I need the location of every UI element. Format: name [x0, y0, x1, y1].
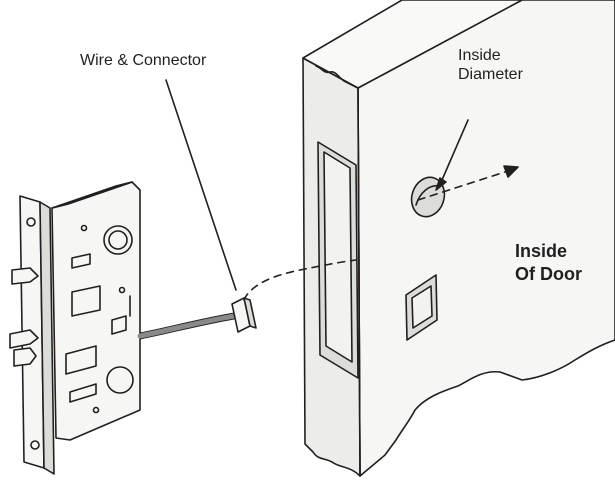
- lock-faceplate-side: [39, 201, 55, 475]
- inside-diameter-label-line2: Diameter: [458, 66, 523, 83]
- door: [302, 0, 615, 477]
- mortise-pocket-inner: [323, 151, 353, 363]
- internal-lever-2: [71, 285, 101, 317]
- wire-cable: [137, 313, 237, 339]
- connector-route: [243, 259, 357, 301]
- leader-inside-diameter: [441, 119, 469, 181]
- internal-lever-1: [71, 253, 91, 269]
- hub-hole-top: [103, 225, 133, 255]
- square-hole-inner: [411, 285, 433, 329]
- leader-wire-connector: [165, 79, 237, 291]
- connector-side: [243, 297, 257, 329]
- faceplate-screw-top: [26, 217, 36, 227]
- door-inside-face: [357, 0, 615, 477]
- latch-bolt: [11, 267, 39, 285]
- door-break-top: [315, 65, 359, 89]
- rivet-2: [118, 286, 126, 294]
- internal-lever-3: [65, 345, 97, 375]
- hub-ring-top: [108, 230, 128, 250]
- deadbolt-upper: [9, 329, 39, 349]
- cylinder-slot: [111, 315, 127, 335]
- lock-case-top: [51, 181, 133, 209]
- door-corner-line: [357, 87, 361, 477]
- rivet-3: [92, 406, 100, 414]
- rivet-1: [80, 224, 88, 232]
- inside-of-door-label-line1: Inside: [515, 241, 568, 261]
- leader-inside-diameter-head: [435, 177, 447, 191]
- inside-arrow-head: [503, 165, 519, 178]
- deadbolt-lower: [13, 347, 37, 367]
- inside-arrow-line: [417, 170, 509, 201]
- wire-cable-outline: [139, 312, 235, 340]
- wire-connector-label: Wire & Connector: [80, 52, 207, 69]
- inside-diameter-label-line1: Inside: [458, 47, 501, 64]
- hub-hole-bottom: [106, 366, 134, 394]
- internal-lever-4: [69, 383, 97, 403]
- inside-of-door-label-line2: Of Door: [515, 264, 582, 284]
- faceplate-screw-bottom: [30, 440, 40, 450]
- mortise-lock: [9, 181, 357, 475]
